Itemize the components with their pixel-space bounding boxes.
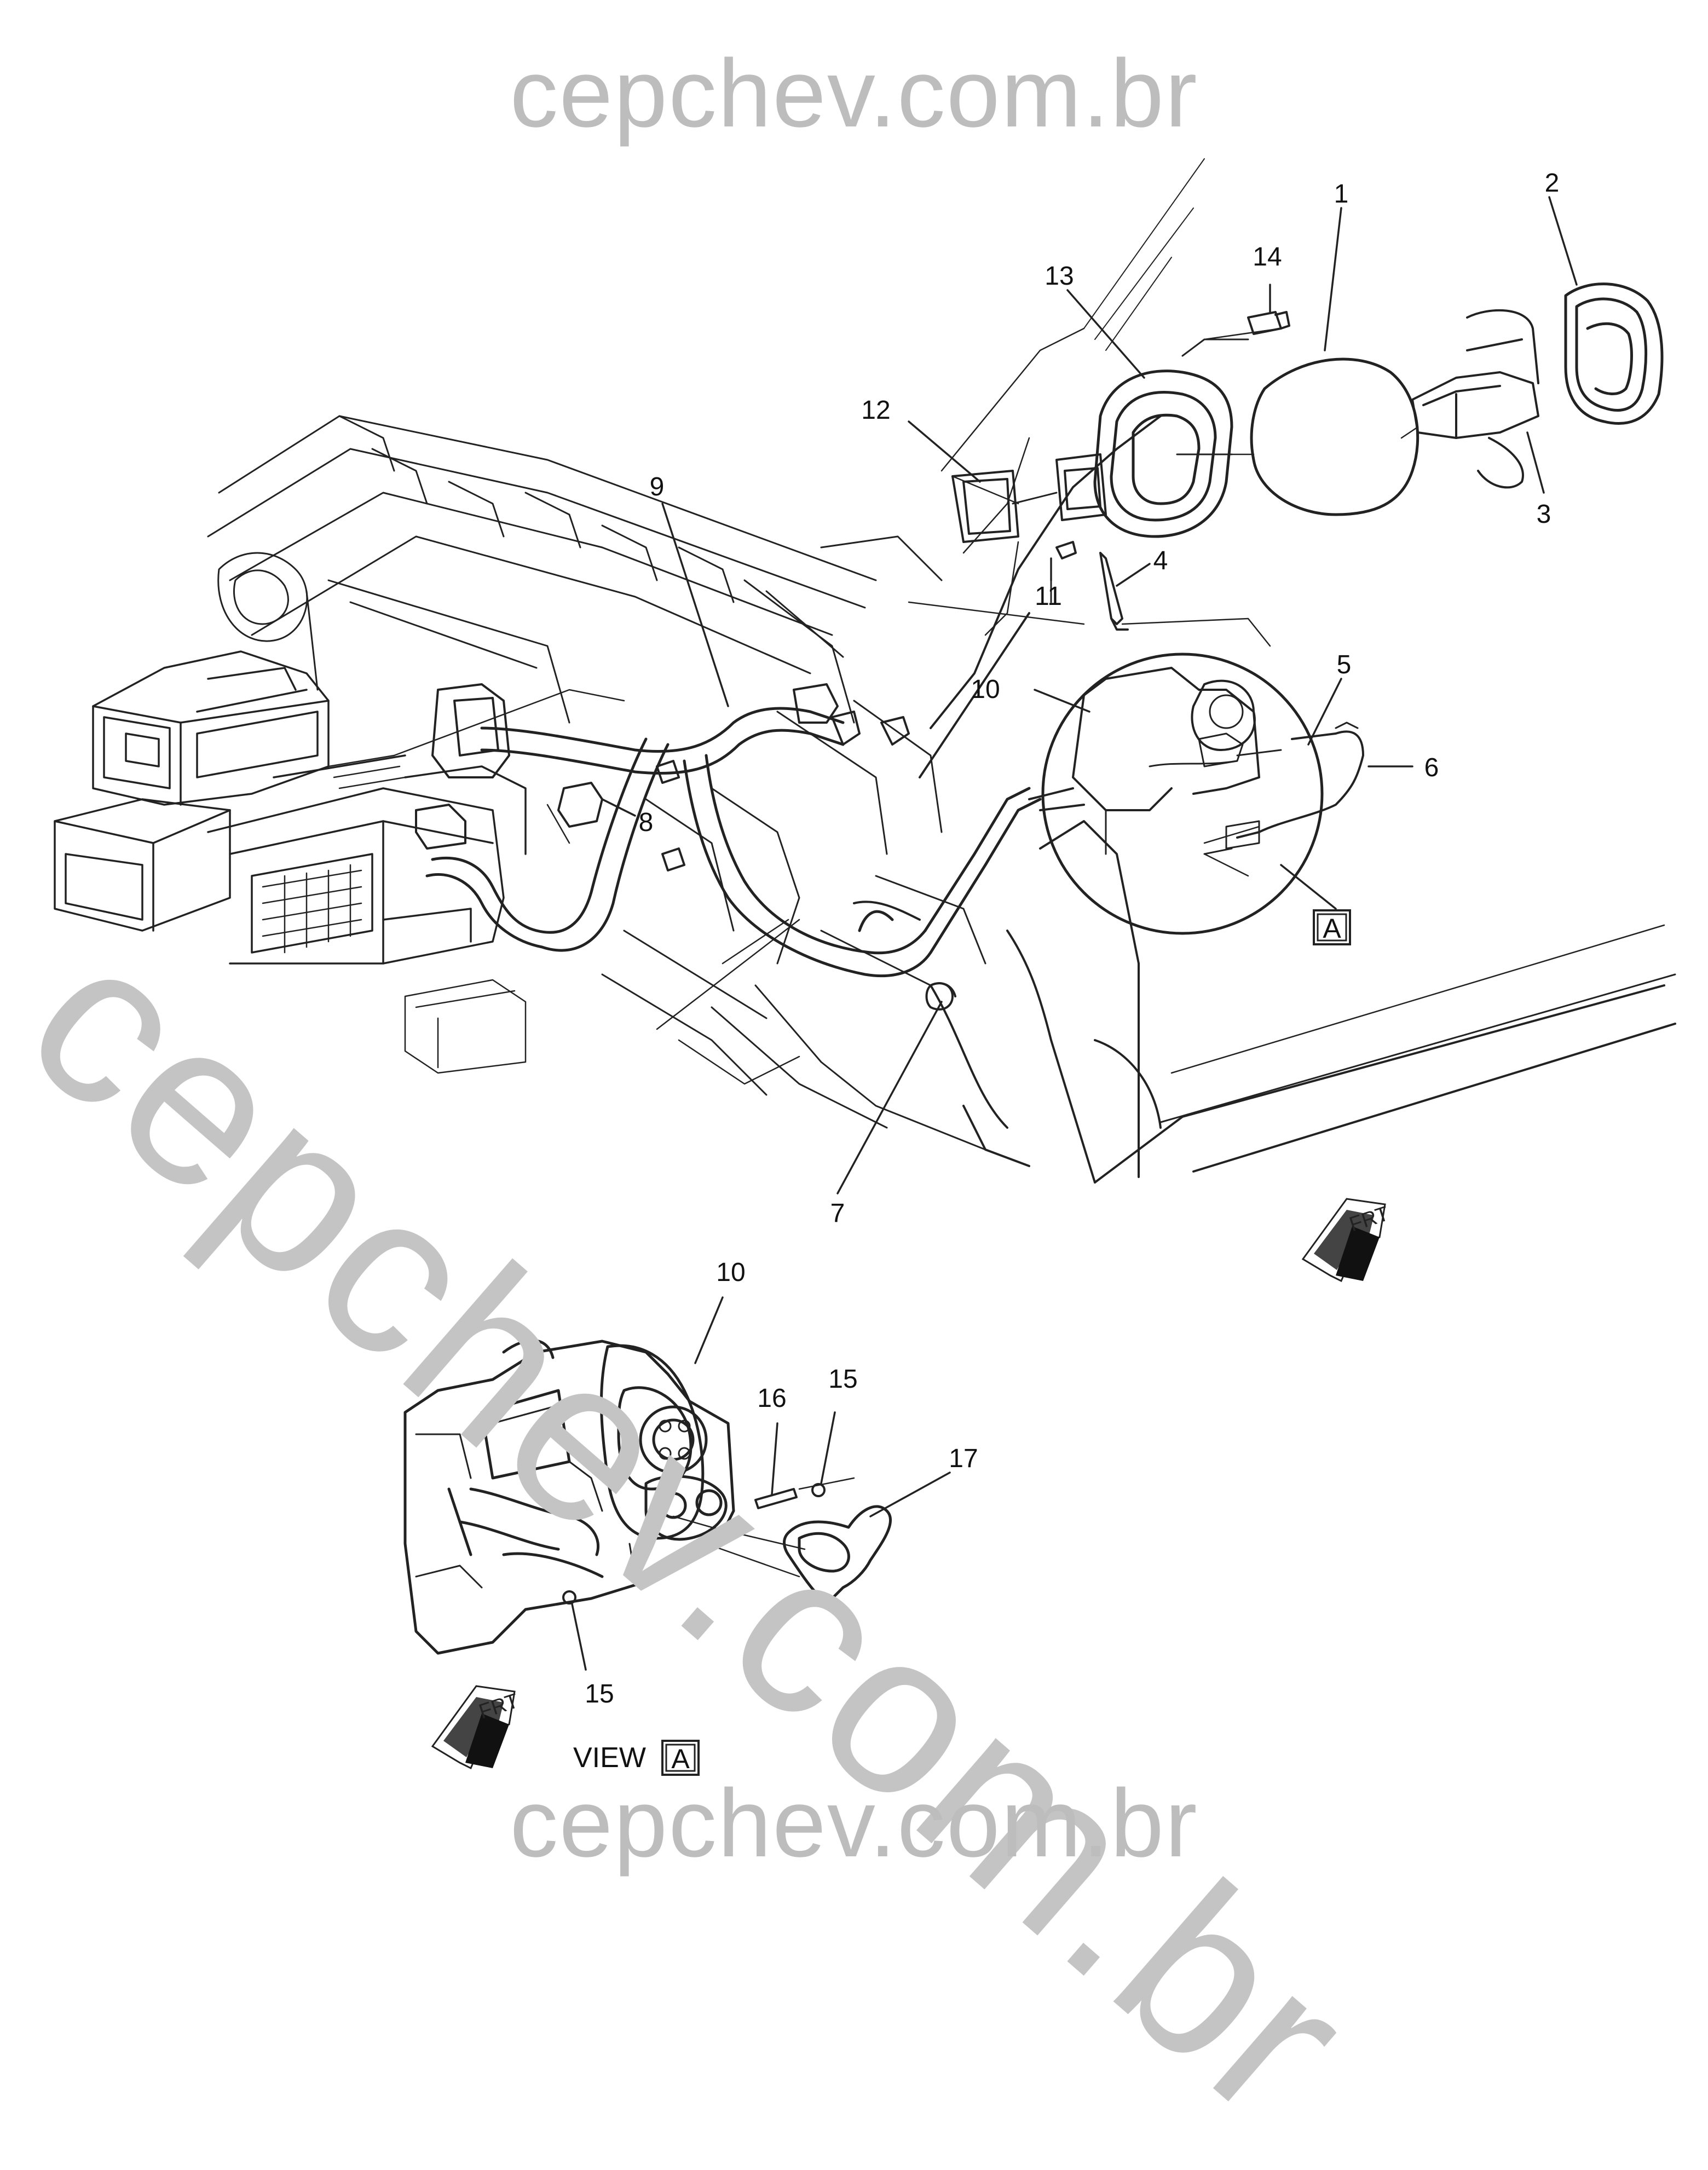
view-label-box (661, 1740, 700, 1776)
watermark-bottom: cepchev.com.br (510, 1770, 1198, 1877)
seal-gasket-2 (1564, 282, 1664, 425)
callout-17: 17 (949, 1444, 978, 1473)
callout-14: 14 (1253, 243, 1282, 272)
leader-lines (571, 196, 1578, 1671)
callout-labels: 1 2 3 4 5 6 7 8 9 10 11 12 13 14 10 15 1… (585, 169, 1559, 1709)
callout-11: 11 (1035, 582, 1062, 611)
callout-6: 6 (1424, 753, 1439, 782)
body-side-panel (919, 415, 1676, 1184)
callout-15-lower: 15 (585, 1680, 614, 1709)
hinge-assembly-3 (1411, 309, 1539, 489)
callout-16: 16 (757, 1384, 786, 1413)
exploded-parts-drawing: 1 2 3 4 5 6 7 8 9 10 11 12 13 14 10 15 1… (54, 158, 1676, 1776)
door-actuator-12 (951, 453, 1107, 543)
view-reference-marker (1313, 909, 1351, 945)
callout-4: 4 (1153, 546, 1168, 575)
pin-16 (754, 1488, 798, 1509)
callout-3: 3 (1537, 500, 1551, 529)
callout-10: 10 (971, 675, 1000, 704)
view-a-charge-port-assembly (403, 1339, 735, 1655)
drain-tube-7 (853, 901, 956, 997)
rear-pillar-lines (940, 158, 1205, 554)
callout-9: 9 (650, 472, 665, 501)
callout-8: 8 (639, 808, 654, 837)
view-label-letter: A (671, 1744, 690, 1774)
charging-harness-9 (425, 707, 1085, 978)
callout-10-view-a: 10 (716, 1258, 745, 1287)
callout-7: 7 (830, 1199, 845, 1228)
callout-5: 5 (1337, 650, 1352, 679)
callout-15-upper: 15 (828, 1365, 857, 1394)
front-direction-icon-view-a (431, 1685, 516, 1770)
bracket-17 (672, 1477, 892, 1600)
callout-13: 13 (1045, 262, 1074, 291)
module-grid-detail (262, 754, 527, 1074)
nut-15 (562, 1483, 826, 1605)
view-ref-letter: A (1323, 913, 1341, 944)
watermark-top: cepchev.com.br (510, 40, 1198, 147)
rod-4 (1099, 552, 1129, 631)
engine-compartment-structure (207, 415, 986, 1151)
front-direction-icon (1301, 1198, 1386, 1283)
charge-port-door-1 (1250, 357, 1420, 516)
detail-magnifier-circle (1041, 653, 1364, 935)
view-label: VIEW (573, 1742, 646, 1774)
callout-2: 2 (1545, 169, 1560, 198)
alignment-lines (393, 327, 1419, 1085)
diagram-canvas: 1 2 3 4 5 6 7 8 9 10 11 12 13 14 10 15 1… (0, 40, 1676, 2167)
callout-1: 1 (1334, 180, 1349, 209)
power-electronics-module (54, 650, 527, 965)
housing-bezel-13 (1093, 338, 1249, 538)
callout-12: 12 (861, 396, 890, 425)
